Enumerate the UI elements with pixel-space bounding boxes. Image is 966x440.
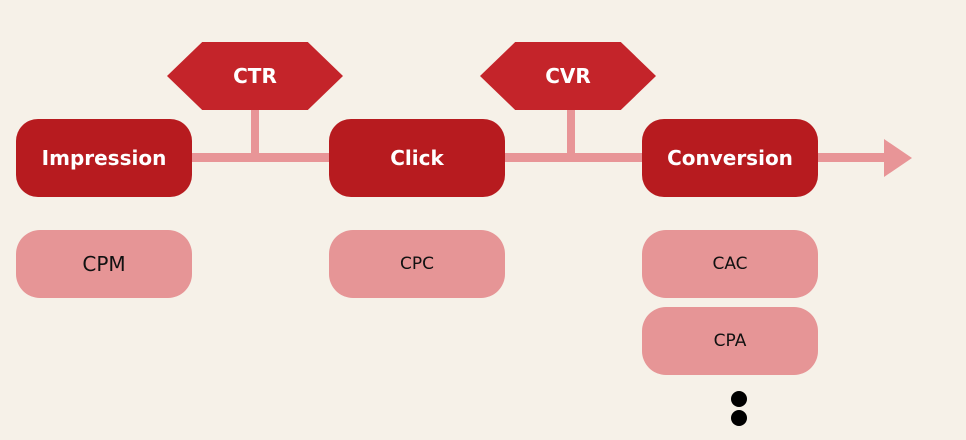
metric-cpm: CPM (16, 230, 192, 298)
flow-line (190, 153, 885, 162)
ellipsis-dot (731, 391, 747, 407)
ctr-connector (251, 104, 259, 154)
cvr-label: CVR (545, 64, 591, 88)
ctr-label: CTR (233, 64, 277, 88)
metric-cpa: CPA (642, 307, 818, 375)
arrow-head (884, 139, 912, 177)
stage-conversion-label: Conversion (667, 146, 793, 170)
ctr-hexagon: CTR (167, 42, 343, 110)
metric-cac-label: CAC (712, 254, 748, 274)
metric-cpc: CPC (329, 230, 505, 298)
cvr-hexagon: CVR (480, 42, 656, 110)
stage-click-label: Click (390, 146, 444, 170)
stage-click: Click (329, 119, 505, 197)
stage-impression: Impression (16, 119, 192, 197)
metric-cpm-label: CPM (82, 252, 126, 276)
metric-cac: CAC (642, 230, 818, 298)
stage-conversion: Conversion (642, 119, 818, 197)
ellipsis-dot (731, 410, 747, 426)
metric-cpa-label: CPA (713, 331, 747, 351)
stage-impression-label: Impression (41, 146, 167, 170)
metric-cpc-label: CPC (400, 254, 434, 274)
cvr-connector (567, 104, 575, 154)
